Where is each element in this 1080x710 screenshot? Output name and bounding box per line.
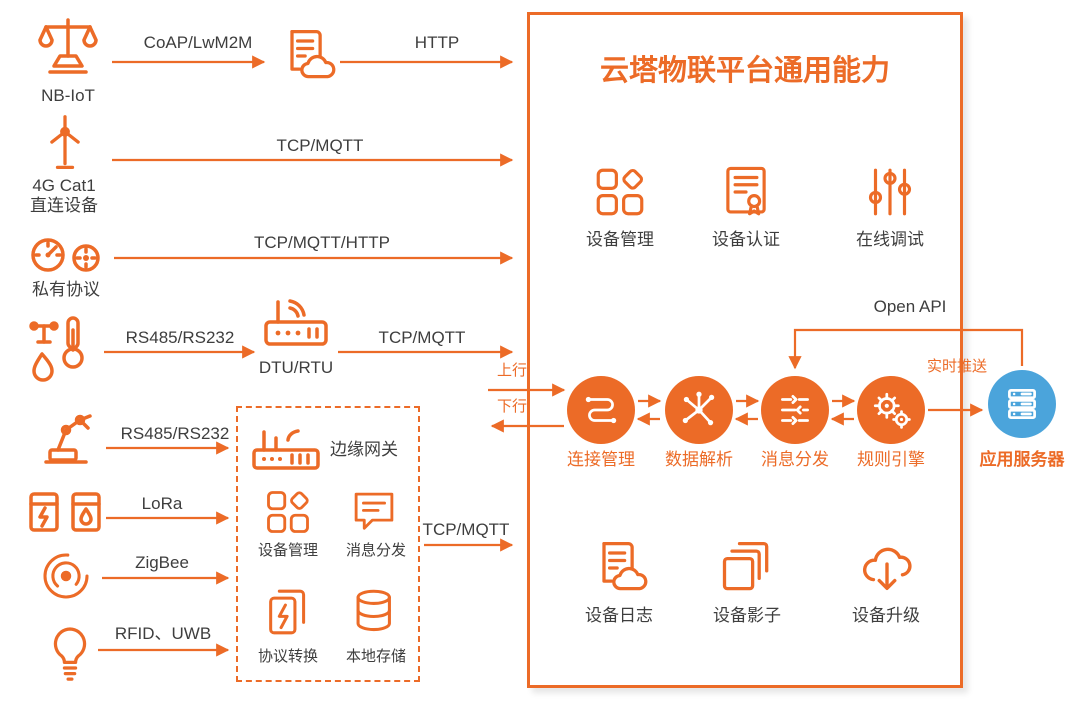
app-server-icon [1008,388,1036,420]
nbiot-scale-icon [36,14,100,80]
data-parse-icon [682,391,715,426]
dtu-label: DTU/RTU [258,358,334,377]
meter-icons [27,488,107,538]
platform-device-mgmt-icon [591,163,649,221]
edge-gateway-title: 边缘网关 [330,440,398,459]
pipeline-label: 规则引擎 [857,450,925,469]
platform-top-feature-label: 在线调试 [856,230,924,249]
zigbee-maze-icon [38,548,94,604]
connection-mgmt-circle [567,376,635,444]
msg-dispatch-circle [761,376,829,444]
edge-feature-label: 本地存储 [345,648,407,665]
pipeline-label: 连接管理 [567,450,635,469]
platform-top-feature-label: 设备认证 [712,230,780,249]
platform-title: 云塔物联平台通用能力 [599,55,891,87]
private-protocol-label: TCP/MQTT/HTTP [254,233,390,252]
http-protocol-label: HTTP [414,33,460,52]
data-parse-circle [665,376,733,444]
edge-gateway-box [236,406,420,682]
edge-device-mgmt-icon [262,486,314,538]
wind-turbine-icon [35,112,95,174]
edge-feature-label: 设备管理 [257,542,319,559]
edge-router-icon [250,424,322,472]
coap-protocol-label: CoAP/LwM2M [143,33,253,52]
pipeline-label: 数据解析 [665,450,733,469]
edge-protocol-label: TCP/MQTT [422,520,510,539]
private-protocol-name: 私有协议 [32,280,100,299]
nbiot-label: NB-IoT [41,86,95,105]
downlink-label: 下行 [497,398,528,415]
device-log-icon [589,537,649,599]
pipeline-label: 消息分发 [761,450,829,469]
edge-feature-label: 消息分发 [345,542,407,559]
robot-rs485-label: RS485/RS232 [120,424,230,443]
cat4g-label-line2: 直连设备 [30,196,98,215]
edge-protocol-convert-icon [262,584,314,640]
platform-bottom-feature-label: 设备升级 [852,606,920,625]
sensor-icons [26,312,98,384]
robot-arm-icon [34,404,98,468]
app-server-label: 应用服务器 [979,450,1065,469]
cloud-document-icon [277,26,337,86]
uplink-label: 上行 [497,362,528,379]
gauge-icons [28,230,108,278]
platform-device-auth-icon [717,163,775,221]
rfid-protocol-label: RFID、UWB [114,624,212,643]
edge-local-storage-icon [344,586,400,640]
platform-bottom-feature-label: 设备影子 [713,606,781,625]
edge-msg-dispatch-icon [348,486,400,538]
device-shadow-icon [717,537,777,599]
edge-feature-label: 协议转换 [257,648,319,665]
light-bulb-icon [44,624,96,686]
sensor-rs485-label: RS485/RS232 [125,328,235,347]
rule-engine-circle [857,376,925,444]
connection-mgmt-icon [585,396,617,424]
zigbee-protocol-label: ZigBee [135,553,189,572]
lora-protocol-label: LoRa [141,494,183,513]
rule-engine-icon [873,392,911,429]
device-upgrade-icon [856,537,918,599]
platform-bottom-feature-label: 设备日志 [585,606,653,625]
platform-online-debug-icon [861,163,919,221]
msg-dispatch-icon [781,394,809,426]
dtu-router-icon [262,298,330,354]
cat4g-protocol-label: TCP/MQTT [276,136,364,155]
platform-top-feature-label: 设备管理 [586,230,654,249]
cat4g-label-line1: 4G Cat1 [32,176,96,195]
dtu-protocol-label: TCP/MQTT [378,328,466,347]
push-label: 实时推送 [926,358,988,375]
open-api-label: Open API [873,297,947,316]
app-server-circle [988,370,1056,438]
